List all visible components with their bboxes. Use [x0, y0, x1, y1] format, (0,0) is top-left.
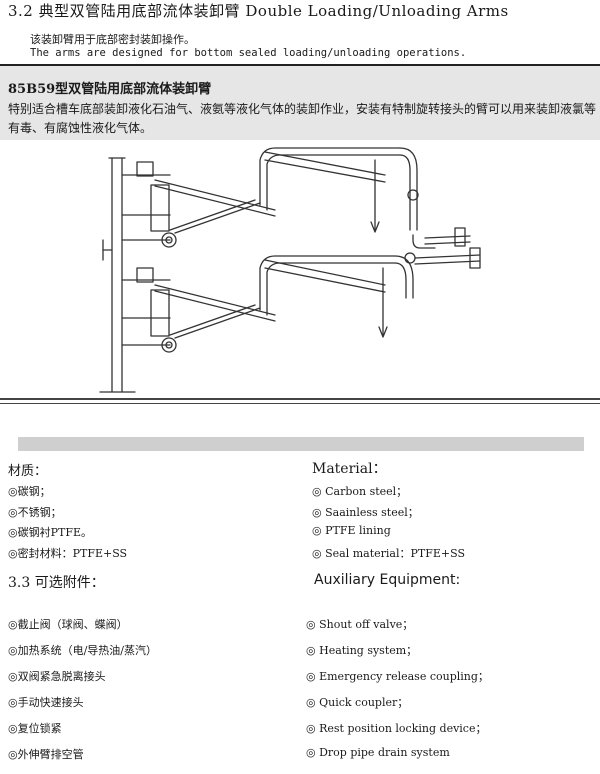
list-item: ◎截止阀（球阀、蝶阀）: [8, 618, 128, 631]
accessories-header-en: Auxiliary Equipment:: [314, 572, 461, 588]
loading-arm-diagram: [99, 147, 481, 393]
list-item: ◎不锈钢；: [8, 506, 62, 519]
list-item: ◎ Drop pipe drain system: [306, 746, 450, 759]
list-item: ◎双阀紧急脱离接头: [8, 670, 106, 683]
list-item: ◎ Heating system；: [306, 644, 418, 657]
list-item: ◎复位锁紧: [8, 722, 62, 735]
riser-column: [99, 157, 136, 393]
product-description: 特别适合槽车底部装卸液化石油气、液氨等液化气体的装卸作业，安装有特制旋转接头的臂…: [8, 102, 597, 135]
list-item: ◎ Seal material：PTFE+SS: [312, 547, 465, 560]
divider: [0, 403, 600, 404]
list-item: ◎ Emergency release coupling；: [306, 670, 489, 683]
list-item: ◎手动快速接头: [8, 696, 84, 709]
list-item: ◎ Shout off valve；: [306, 618, 414, 631]
subtitle-chinese: 该装卸臂用于底部密封装卸操作。: [30, 33, 195, 46]
page-title: 3.2 典型双管陆用底部流体装卸臂 Double Loading/Unloadi…: [8, 2, 509, 20]
list-item: ◎ Carbon steel；: [312, 485, 408, 498]
list-item: ◎碳钢；: [8, 485, 51, 498]
list-item: ◎加热系统（电/导热油/蒸汽）: [8, 644, 158, 657]
list-item: ◎碳钢衬PTFE。: [8, 526, 92, 539]
list-item: ◎ PTFE lining: [312, 524, 391, 537]
list-item: ◎外伸臂排空管: [8, 748, 84, 761]
subtitle-english: The arms are designed for bottom sealed …: [30, 47, 467, 59]
section-bar: [18, 437, 584, 451]
materials-header-cn: 材质：: [8, 464, 48, 479]
lower-arm: [121, 247, 481, 353]
list-item: ◎ Saainless steel；: [312, 506, 419, 519]
list-item: ◎密封材料：PTFE+SS: [8, 547, 128, 560]
accessories-header-cn: 3.3 可选附件：: [8, 575, 105, 591]
list-item: ◎ Quick coupler；: [306, 696, 409, 709]
upper-arm: [121, 147, 471, 249]
top-divider: [0, 64, 600, 66]
product-title: 85B59型双管陆用底部流体装卸臂: [8, 82, 212, 97]
materials-header-en: Material：: [312, 461, 387, 477]
product-band: [0, 66, 600, 140]
list-item: ◎ Rest position locking device；: [306, 722, 487, 735]
divider: [0, 398, 600, 400]
